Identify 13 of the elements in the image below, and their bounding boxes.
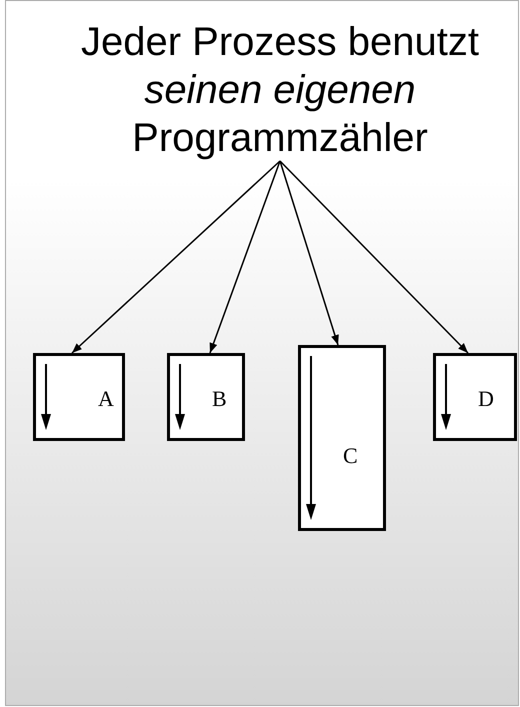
arrow <box>279 160 469 354</box>
process-box <box>167 353 245 441</box>
process-box <box>33 353 125 441</box>
process-box <box>298 345 386 531</box>
arrow <box>72 160 280 354</box>
process-box <box>433 353 517 441</box>
arrow <box>209 160 281 354</box>
box-label: C <box>343 443 358 469</box>
box-label: B <box>212 386 227 412</box>
arrow <box>279 160 339 346</box>
heading-text: Jeder Prozess benutzt seinen eigenen Programmzähler <box>70 18 490 162</box>
box-label: A <box>98 386 114 412</box>
box-label: D <box>478 386 494 412</box>
